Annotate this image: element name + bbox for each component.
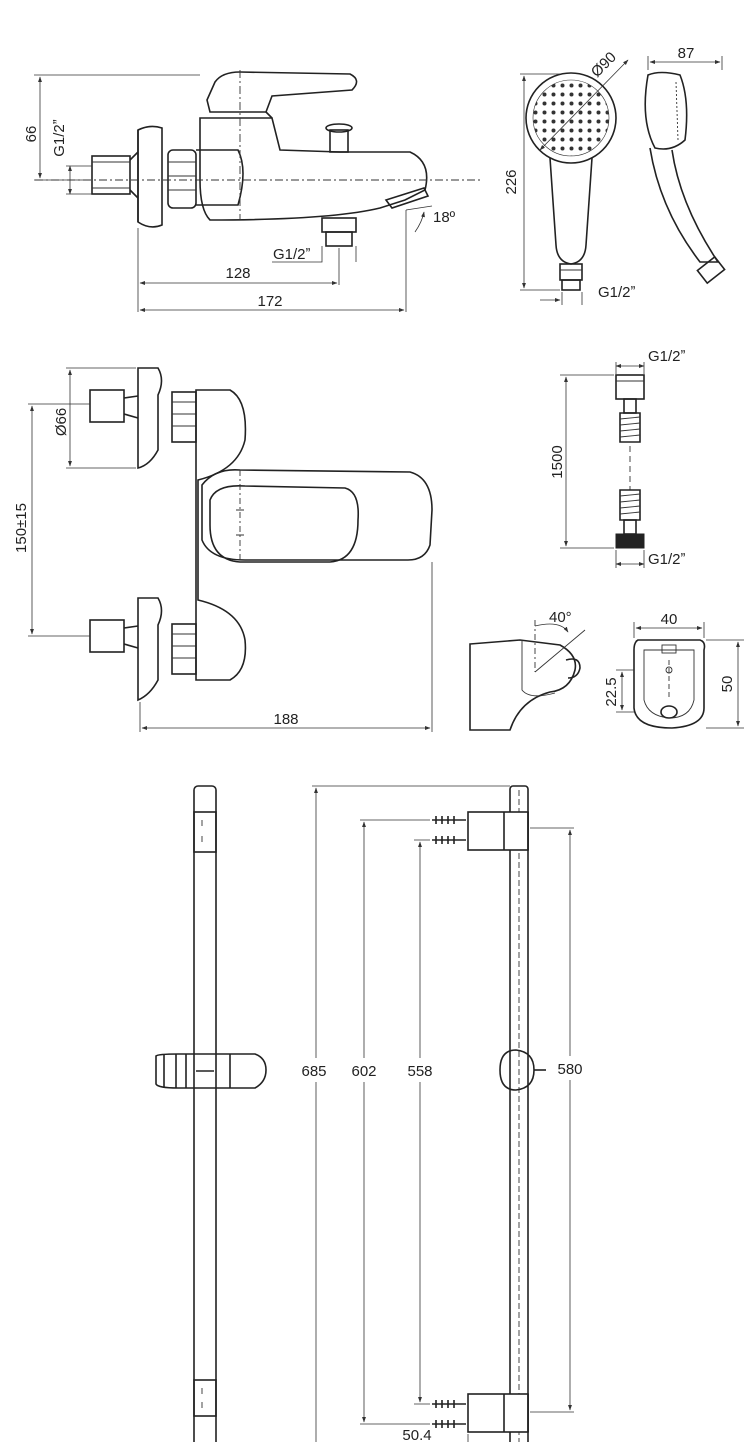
mixer-side-view — [34, 70, 480, 312]
wall-plug-top-1 — [432, 816, 466, 824]
label-1500: 1500 — [549, 445, 566, 478]
label-g12-side: G1/2ˮ — [51, 119, 68, 157]
label-22-5: 22.5 — [603, 677, 620, 706]
label-d90: Ø90 — [588, 49, 620, 81]
label-40deg: 40° — [549, 609, 572, 626]
label-g12-hose-bottom: G1/2ˮ — [648, 551, 686, 568]
label-188: 188 — [273, 711, 298, 728]
holder-side-view — [469, 620, 586, 731]
mixer-top-view — [28, 367, 433, 732]
label-50: 50 — [719, 676, 736, 693]
rail-front-view — [155, 785, 267, 1442]
label-50-4: 50.4 — [402, 1427, 431, 1442]
label-87: 87 — [678, 45, 695, 62]
label-40: 40 — [661, 611, 678, 628]
label-602: 602 — [351, 1063, 376, 1080]
handshower-front-view — [520, 59, 629, 305]
holder-front-view — [616, 622, 744, 729]
label-bg-602 — [346, 1058, 382, 1082]
label-d66: Ø66 — [53, 408, 70, 436]
wall-plug-top-2 — [432, 836, 466, 844]
label-150: 150±15 — [13, 503, 30, 553]
label-g12-handshower: G1/2ˮ — [598, 284, 636, 301]
label-558: 558 — [407, 1063, 432, 1080]
label-bg-685 — [296, 1058, 332, 1082]
label-580: 580 — [557, 1061, 582, 1078]
label-226: 226 — [503, 169, 520, 194]
label-66-side: 66 — [23, 126, 40, 143]
label-bg-580 — [552, 1056, 588, 1080]
wall-plug-bottom-2 — [432, 1420, 466, 1428]
label-685: 685 — [301, 1063, 326, 1080]
label-128: 128 — [225, 265, 250, 282]
label-g12-hose-top: G1/2ˮ — [648, 348, 686, 365]
label-18deg: 18º — [433, 209, 456, 226]
handshower-profile-view — [644, 56, 726, 285]
hose-view — [560, 362, 645, 568]
label-172: 172 — [257, 293, 282, 310]
wall-plug-bottom-1 — [432, 1400, 466, 1408]
label-bg-558 — [402, 1058, 438, 1082]
rail-side-view — [312, 785, 574, 1442]
label-g12-spout: G1/2ˮ — [273, 246, 311, 263]
